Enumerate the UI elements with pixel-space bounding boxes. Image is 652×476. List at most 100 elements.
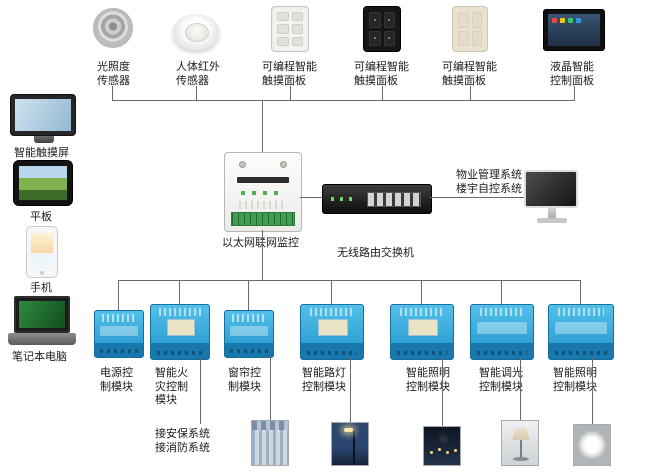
touch-panel-white-icon [271, 6, 309, 52]
panel-key [471, 30, 482, 46]
phone-home-button [40, 271, 44, 275]
phone-screen [31, 233, 53, 269]
label-linked-systems: 接安保系统 接消防系统 [155, 427, 210, 454]
module-face [555, 322, 607, 335]
connector [196, 86, 197, 100]
touchscreen-screen [15, 99, 71, 131]
module-power-control [94, 310, 144, 358]
ceiling-light-ring [578, 431, 606, 459]
phone-icon [26, 226, 58, 278]
label-panel-black: 可编程智能 触摸面板 [354, 60, 409, 87]
label-router: 无线路由交换机 [337, 246, 414, 259]
panel-key [458, 30, 469, 46]
label-tablet: 平板 [30, 210, 52, 223]
connector [200, 358, 201, 424]
mount-hole [239, 161, 246, 168]
ceiling-light-photo [573, 424, 611, 466]
connector [350, 358, 351, 422]
tablet-screen [19, 166, 67, 200]
lamp-stem [520, 440, 522, 457]
connector [331, 280, 332, 304]
top-bus-line [112, 100, 575, 101]
connector [382, 86, 383, 100]
label-lcd-panel: 液晶智能 控制面板 [550, 60, 594, 87]
panel-key [277, 36, 289, 46]
lcd-screen [548, 14, 600, 46]
touch-panel-beige-icon [452, 6, 488, 52]
module-vents [231, 314, 267, 322]
label-management-system: 物业管理系统 楼宇自控系统 [456, 168, 522, 195]
connector [430, 197, 524, 198]
module-face [99, 325, 139, 336]
module-dimming-control [470, 304, 534, 360]
panel-key [291, 12, 303, 22]
module-display [318, 319, 348, 337]
laptop-keyboard [8, 333, 76, 345]
mount-hole [280, 161, 287, 168]
gateway-leds [241, 191, 285, 195]
smart-touchscreen-icon [10, 94, 76, 144]
module-vents [159, 308, 201, 316]
connector [580, 280, 581, 304]
module-terminals [477, 351, 527, 355]
pir-dome [185, 23, 209, 42]
label-laptop: 笔记本电脑 [12, 350, 67, 363]
connector [592, 358, 593, 424]
connector [501, 280, 502, 304]
label-light-sensor: 光照度 传感器 [97, 60, 130, 87]
module-terminals [99, 349, 139, 353]
module-face [229, 325, 269, 336]
panel-key [291, 24, 303, 34]
label-panel-white: 可编程智能 触摸面板 [262, 60, 317, 87]
panel-key [471, 12, 482, 28]
app-icon [576, 18, 581, 23]
connector [421, 280, 422, 304]
connector [270, 356, 271, 420]
connector [520, 358, 521, 420]
module-curtain-control [224, 310, 274, 358]
laptop-icon [8, 296, 76, 346]
router-leds [331, 197, 357, 201]
lamp-photo [501, 420, 539, 466]
monitor-neck [548, 208, 556, 218]
module-terminals [555, 351, 607, 355]
module-display [167, 319, 195, 337]
label-dimming-control: 智能调光 控制模块 [479, 366, 523, 393]
label-gateway: 以太网联网监控 [222, 236, 299, 249]
label-streetlight-control: 智能路灯 控制模块 [302, 366, 346, 393]
panel-key [458, 12, 469, 28]
connector [574, 86, 575, 100]
module-terminals [156, 351, 204, 355]
connector [248, 280, 249, 310]
module-vents [309, 308, 355, 316]
module-vents [557, 308, 605, 316]
lcd-panel-icon [543, 9, 605, 51]
label-lighting-control-a: 智能照明 控制模块 [406, 366, 450, 393]
app-icon [568, 18, 573, 23]
app-icon [560, 18, 565, 23]
gateway-nameplate [237, 177, 289, 183]
wireless-router-device [322, 184, 432, 214]
label-lighting-control-b: 智能照明 控制模块 [553, 366, 597, 393]
panel-key [277, 12, 289, 22]
streetlight-photo [331, 422, 369, 466]
panel-key [369, 12, 381, 28]
label-fire-control: 智能火 灾控制 模块 [155, 366, 188, 406]
connector [300, 197, 322, 198]
module-fire-control [150, 304, 210, 360]
light-sensor-icon [93, 8, 133, 48]
router-ports [367, 192, 421, 207]
label-panel-beige: 可编程智能 触摸面板 [442, 60, 497, 87]
module-face [477, 322, 527, 335]
label-smart-touchscreen: 智能触摸屏 [14, 146, 69, 159]
gateway-terminals [231, 212, 295, 226]
touch-panel-black-icon [363, 6, 401, 52]
connector [118, 280, 119, 310]
module-display [408, 319, 438, 337]
module-vents [399, 308, 445, 316]
tablet-icon [13, 160, 73, 206]
panel-key [383, 12, 395, 28]
label-power-control: 电源控 制模块 [100, 366, 133, 393]
management-monitor-icon [524, 170, 580, 228]
connector [470, 86, 471, 100]
